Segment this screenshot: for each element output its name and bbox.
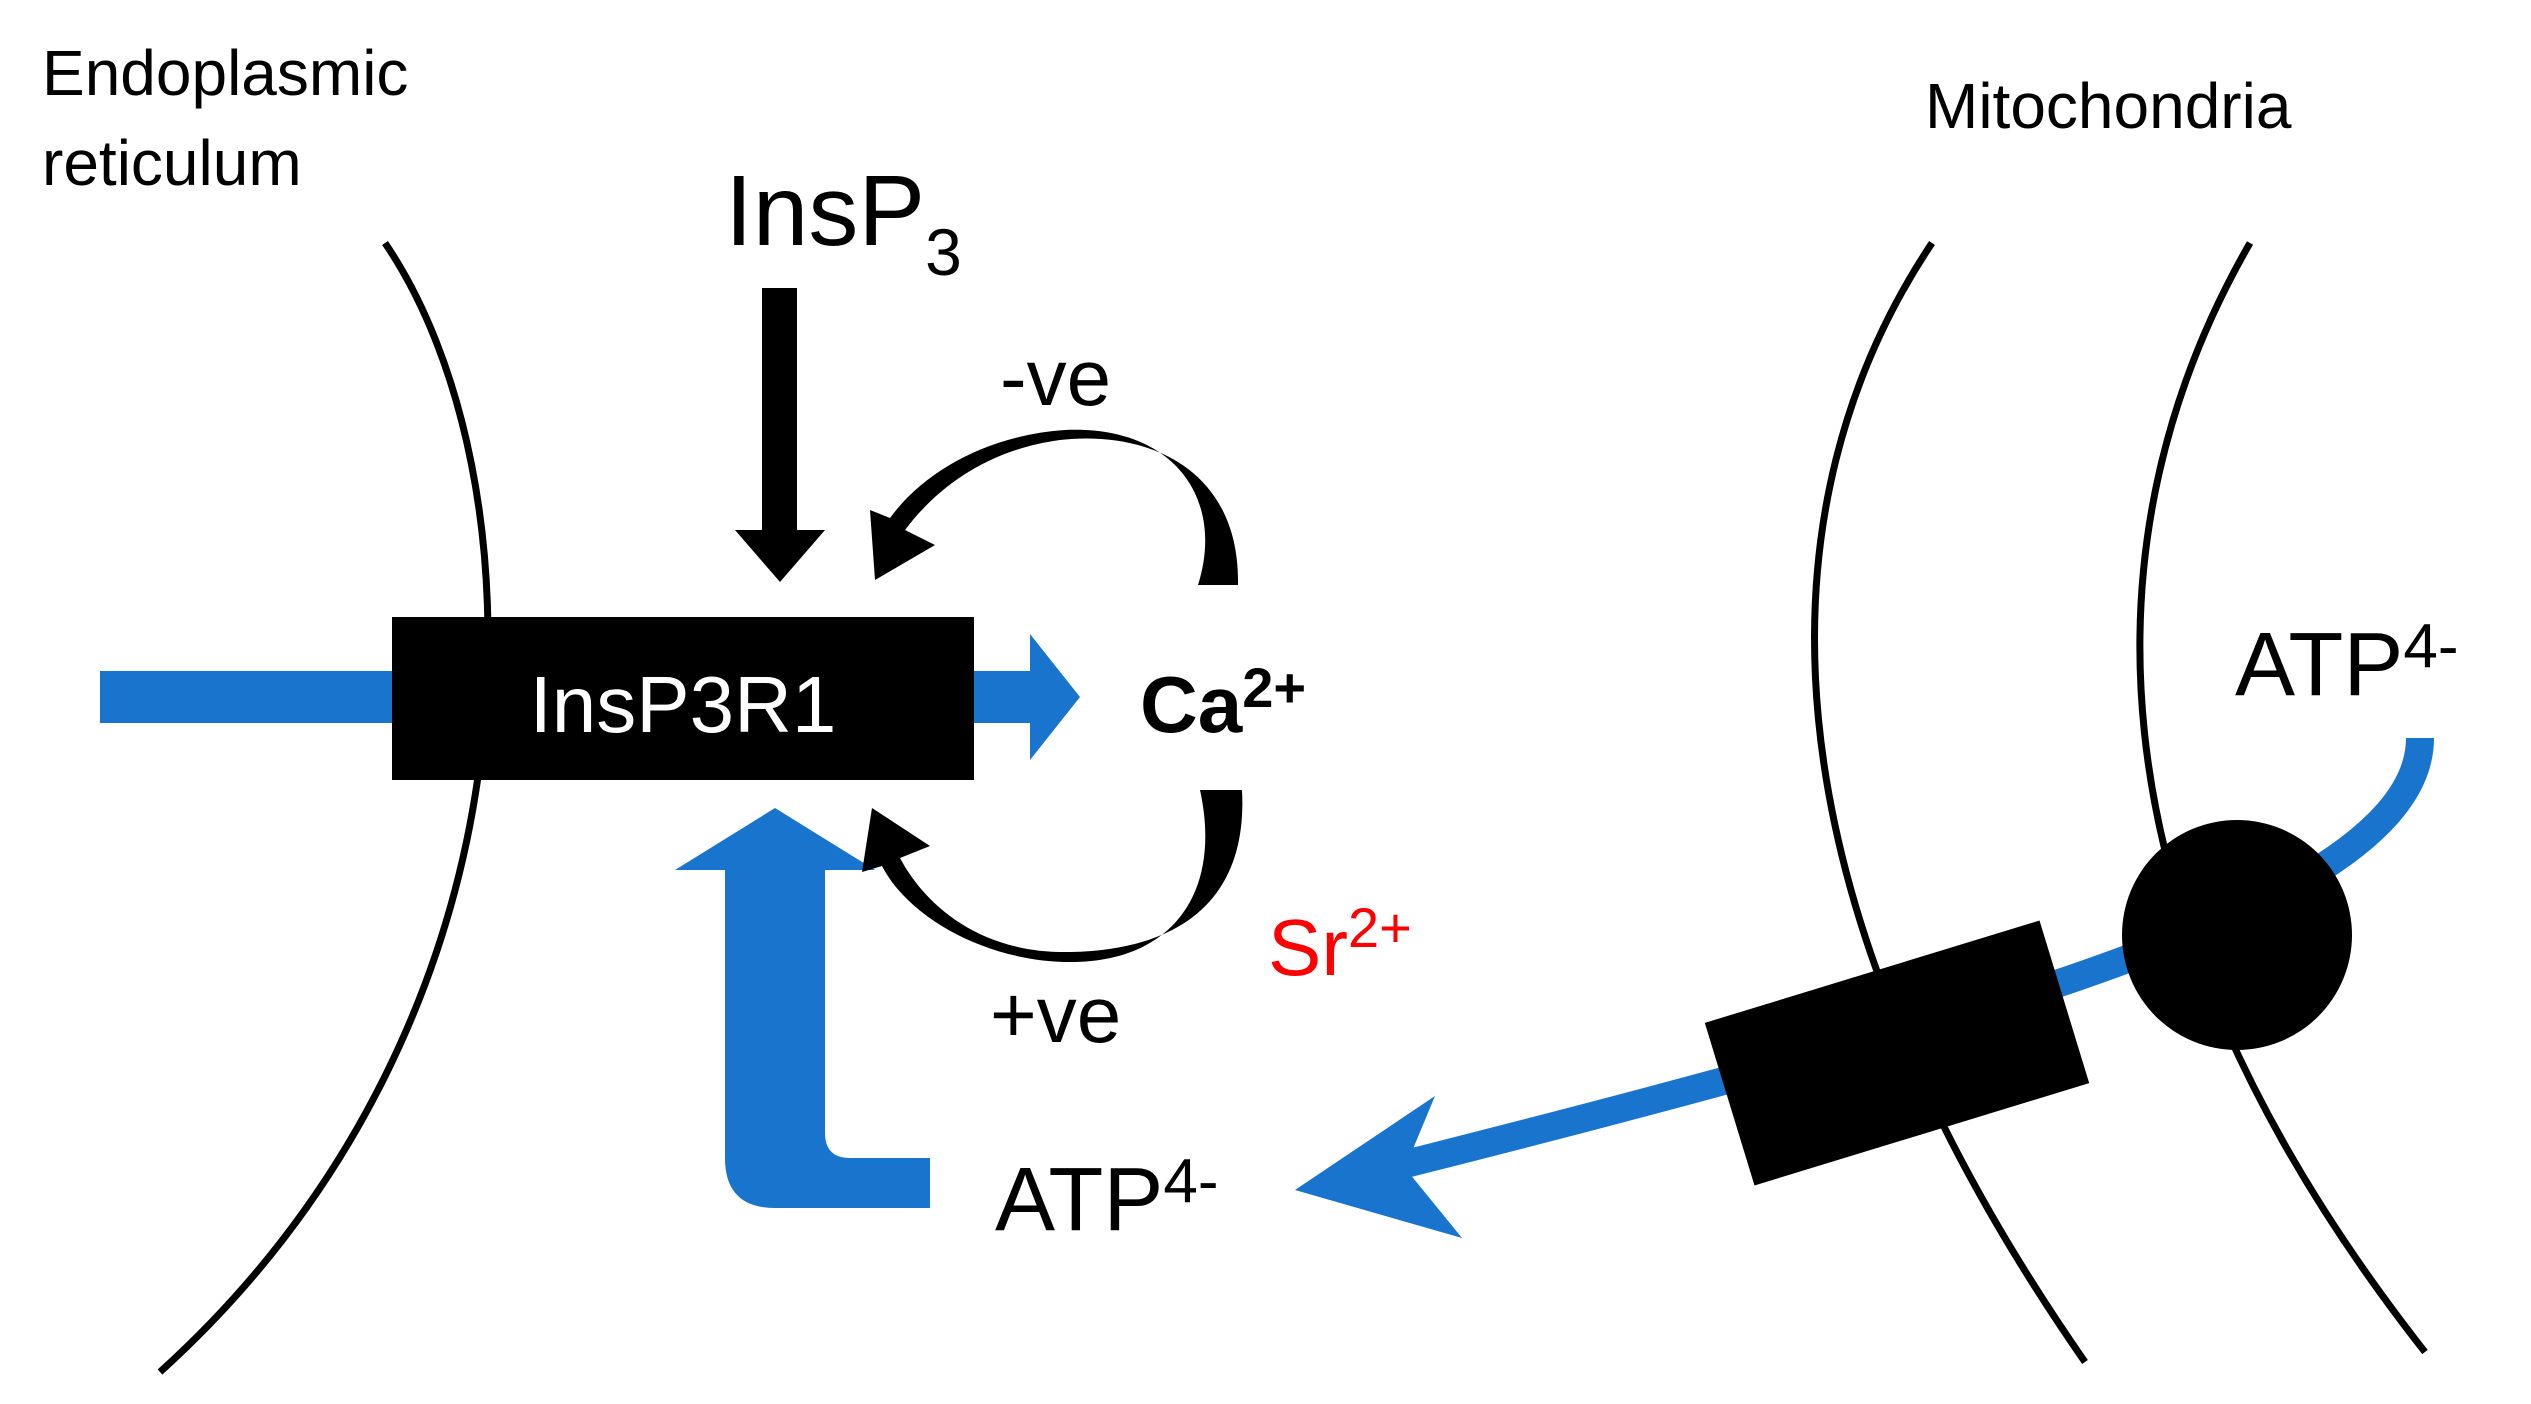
insp3-label: InsP3: [725, 155, 962, 289]
atp-cytosol-label: ATP4-: [995, 1147, 1219, 1250]
atp-mito-label-main: ATP: [2235, 615, 2403, 715]
negative-feedback-arrow: [870, 429, 1239, 585]
insp3r1-receptor-box: [392, 617, 974, 780]
positive-feedback-arrow: [862, 790, 1243, 962]
insp3-down-arrow: [735, 288, 825, 582]
mito-outer-membrane-line: [1811, 241, 2088, 1364]
sr-label-main: Sr: [1268, 903, 1348, 992]
atp-mito-label: ATP4-: [2235, 612, 2459, 715]
insp3-label-main: InsP: [725, 155, 925, 267]
er-membrane-line: [157, 241, 492, 1375]
insp3-label-sub: 3: [925, 215, 962, 289]
blue-atp-export-arrowhead: [1295, 1096, 1462, 1238]
positive-feedback-label: +ve: [990, 970, 1121, 1059]
blue-arrow-to-ca: [970, 634, 1080, 760]
blue-channel-line: [100, 671, 400, 723]
atp-mito-label-sup: 4-: [2403, 612, 2458, 681]
transporter-circle: [2122, 820, 2352, 1050]
blue-arrow-atp-to-receptor: [675, 808, 930, 1208]
sr-label: Sr2+: [1268, 896, 1412, 992]
negative-feedback-label: -ve: [1000, 333, 1111, 422]
ca-label-sup: 2+: [1242, 656, 1306, 719]
insp3r1-label: InsP3R1: [530, 660, 837, 749]
er-label-line2: reticulum: [42, 127, 302, 199]
ca-label-main: Ca: [1140, 660, 1243, 749]
atp-cytosol-label-sup: 4-: [1163, 1147, 1218, 1216]
mitochondria-label: Mitochondria: [1925, 70, 2292, 142]
er-label-line1: Endoplasmic: [42, 37, 408, 109]
atp-cytosol-label-main: ATP: [995, 1150, 1163, 1250]
transporter-rect: [1704, 920, 2090, 1186]
mito-inner-membrane-line: [2136, 241, 2428, 1355]
ca-label: Ca2+: [1140, 656, 1306, 749]
sr-label-sup: 2+: [1348, 896, 1412, 959]
